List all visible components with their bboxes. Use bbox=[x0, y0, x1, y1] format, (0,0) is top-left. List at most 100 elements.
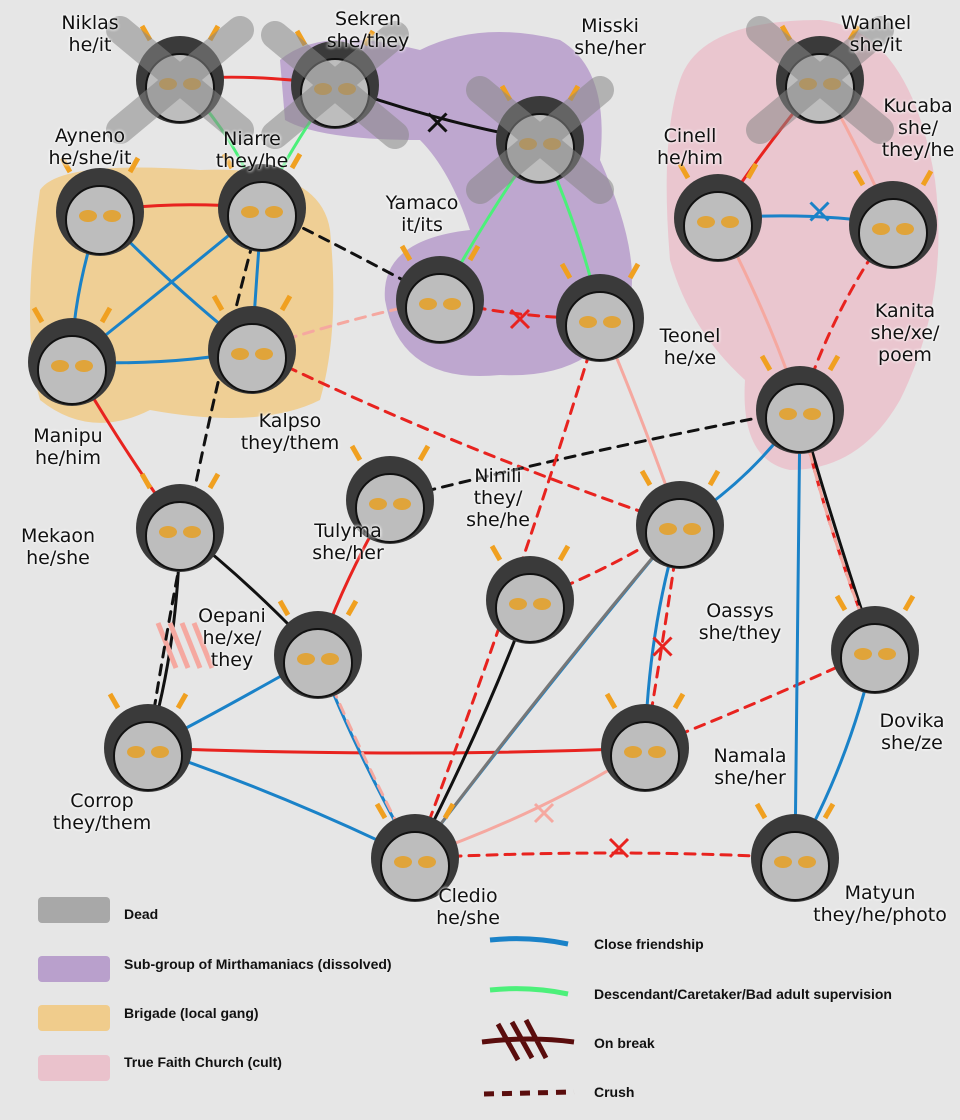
character-pronouns: she/they bbox=[326, 30, 410, 52]
legend-swatch-brigade bbox=[38, 1005, 110, 1031]
character-name: Kanita bbox=[874, 300, 936, 322]
avatar-oepani bbox=[283, 628, 353, 698]
avatar-niarre bbox=[227, 181, 297, 251]
character-name: Oepani bbox=[198, 605, 266, 627]
horn-icon bbox=[221, 152, 303, 170]
eye-icon bbox=[683, 523, 701, 535]
eye-icon bbox=[369, 498, 387, 510]
avatar-corrop bbox=[113, 721, 183, 791]
character-pronouns: it/its bbox=[401, 214, 443, 236]
dead-x-mark bbox=[106, 16, 254, 144]
legend-line-on-break bbox=[481, 1018, 575, 1062]
broken-x-mark bbox=[533, 802, 555, 824]
character-name: Kucaba bbox=[883, 95, 953, 117]
avatar-cinell bbox=[683, 191, 753, 261]
horn-icon bbox=[139, 472, 221, 490]
eye-icon bbox=[603, 316, 621, 328]
character-pronouns: she/her bbox=[714, 767, 786, 789]
eye-icon bbox=[443, 298, 461, 310]
character-name: Cinell bbox=[663, 125, 717, 147]
character-pronouns: they/he bbox=[215, 150, 289, 172]
relationship-line-corrop-namala bbox=[146, 746, 647, 755]
eye-icon bbox=[854, 648, 872, 660]
character-pronouns: they bbox=[210, 649, 254, 671]
character-pronouns: he/she bbox=[436, 907, 500, 929]
horn-icon bbox=[277, 599, 359, 617]
eye-icon bbox=[774, 856, 792, 868]
horn-icon bbox=[559, 262, 641, 280]
character-pronouns: they/them bbox=[240, 432, 340, 454]
avatar-kucaba bbox=[858, 198, 928, 268]
horn-icon bbox=[677, 162, 759, 180]
on-break-mark bbox=[179, 622, 203, 669]
legend-swatch-dead bbox=[38, 897, 110, 923]
avatar-oassys bbox=[645, 498, 715, 568]
eye-icon bbox=[51, 360, 69, 372]
relationship-line-tulyma-kanita bbox=[388, 408, 802, 502]
eye-icon bbox=[872, 223, 890, 235]
eye-icon bbox=[659, 523, 677, 535]
eye-icon bbox=[418, 856, 436, 868]
eye-icon bbox=[393, 498, 411, 510]
legend-mirthamaniacs: Sub-group of Mirthamaniacs (dissolved) bbox=[124, 956, 392, 972]
horn-icon bbox=[852, 169, 934, 187]
character-pronouns: he/she/it bbox=[48, 147, 132, 169]
broken-x-mark bbox=[652, 636, 673, 657]
character-pronouns: she/xe/ bbox=[870, 322, 940, 344]
eye-icon bbox=[255, 348, 273, 360]
eye-icon bbox=[721, 216, 739, 228]
eye-icon bbox=[779, 408, 797, 420]
horn-icon bbox=[759, 354, 841, 372]
horn-icon bbox=[489, 544, 571, 562]
broken-x-mark bbox=[809, 201, 830, 222]
eye-icon bbox=[579, 316, 597, 328]
horn-icon bbox=[604, 692, 686, 710]
character-pronouns: he/him bbox=[35, 447, 101, 469]
dead-x-mark bbox=[261, 21, 409, 149]
eye-icon bbox=[75, 360, 93, 372]
avatar-yamaco bbox=[405, 273, 475, 343]
avatar-ayneno bbox=[65, 185, 135, 255]
character-pronouns: she/it bbox=[849, 34, 903, 56]
avatar-kalpso bbox=[217, 323, 287, 393]
on-break-mark bbox=[155, 622, 179, 669]
character-pronouns: she/her bbox=[312, 542, 384, 564]
eye-icon bbox=[79, 210, 97, 222]
relationship-line-niarre-corrop bbox=[146, 206, 264, 750]
character-name: Namala bbox=[713, 745, 787, 767]
avatar-ninili bbox=[495, 573, 565, 643]
eye-icon bbox=[394, 856, 412, 868]
character-pronouns: they/he bbox=[881, 139, 955, 161]
character-name: Wanhel bbox=[840, 12, 912, 34]
horn-icon bbox=[399, 244, 481, 262]
character-name: Oassys bbox=[706, 600, 774, 622]
eye-icon bbox=[321, 653, 339, 665]
horn-icon bbox=[374, 802, 456, 820]
dead-x-mark bbox=[466, 76, 614, 204]
eye-icon bbox=[103, 210, 121, 222]
broken-x-mark bbox=[427, 112, 448, 133]
legend-on-break: On break bbox=[594, 1035, 655, 1051]
eye-icon bbox=[419, 298, 437, 310]
character-pronouns: he/it bbox=[68, 34, 112, 56]
character-name: Cledio bbox=[438, 885, 498, 907]
character-pronouns: he/him bbox=[657, 147, 723, 169]
character-name: Ayneno bbox=[54, 125, 126, 147]
eye-icon bbox=[624, 746, 642, 758]
dead-x-mark bbox=[746, 16, 894, 144]
horn-icon bbox=[639, 469, 721, 487]
